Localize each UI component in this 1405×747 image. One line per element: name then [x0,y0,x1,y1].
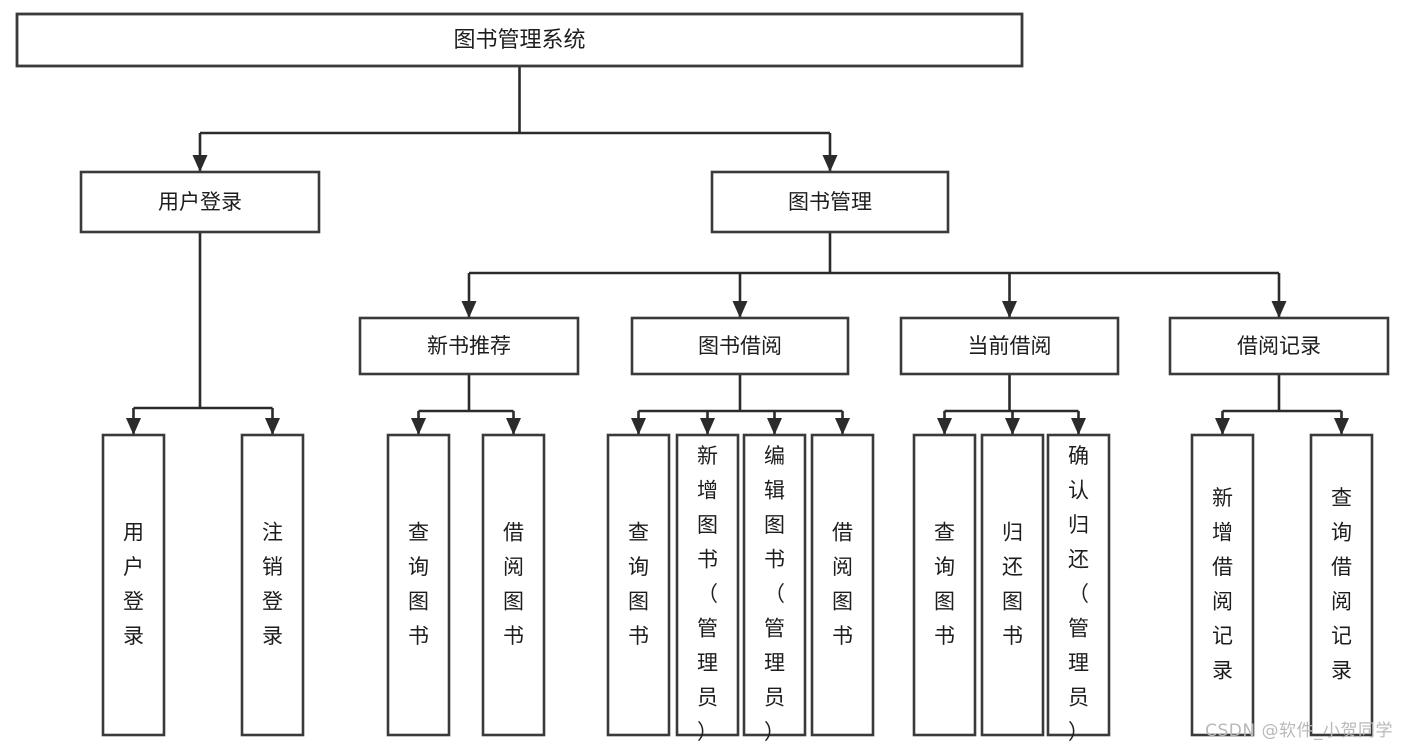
node-label: 新增借阅记录 [1212,486,1233,683]
node-box [79,170,321,234]
node-leaf-query-book-current[interactable]: 查询图书 [912,433,977,737]
arrow-head-icon [1002,301,1017,318]
node-root[interactable]: 图书管理系统 [15,12,1024,68]
node-box [742,433,807,737]
arrow-head-icon [822,155,838,172]
node-leaf-user-logout[interactable]: 注销登录 [240,433,305,737]
arrow-head-icon [126,418,141,435]
node-box [1190,433,1255,737]
node-leaf-query-borrow-record[interactable]: 查询借阅记录 [1309,433,1374,737]
node-box [1309,433,1374,737]
arrow-head-icon [1215,418,1230,435]
node-user-login[interactable]: 用户登录 [79,170,321,234]
arrow-head-icon [411,418,426,435]
node-box [980,433,1045,737]
node-leaf-return-book[interactable]: 归还图书 [980,433,1045,737]
arrow-head-icon [937,418,952,435]
arrow-head-icon [631,418,646,435]
node-box [1168,316,1390,376]
node-label: 图书借阅 [698,334,782,358]
node-book-manage[interactable]: 图书管理 [710,170,950,234]
node-label: 归还图书 [1002,520,1023,648]
arrow-head-icon [461,301,477,318]
node-label: 借阅图书 [832,520,853,648]
node-label: 新书推荐 [427,334,511,358]
node-box [15,12,1024,68]
node-label: 当前借阅 [968,334,1052,358]
arrow-head-icon [700,418,715,435]
node-label: 注销登录 [262,520,283,648]
node-box [912,433,977,737]
node-leaf-confirm-return[interactable]: 确认归还（管理员） [1046,433,1111,744]
node-label: 查询借阅记录 [1331,486,1352,683]
node-box [101,433,166,737]
node-label: 编辑图书（管理员） [764,444,785,744]
node-leaf-query-book-borrow[interactable]: 查询图书 [606,433,671,737]
node-box [481,433,546,737]
node-label: 查询图书 [934,520,955,648]
node-label: 确认归还（管理员） [1068,444,1089,744]
node-label: 用户登录 [158,190,242,214]
node-box [358,316,580,376]
node-book-borrow[interactable]: 图书借阅 [630,316,850,376]
arrow-head-icon [835,418,850,435]
node-label: 图书管理系统 [453,28,585,53]
node-label: 借阅记录 [1237,334,1321,358]
node-leaf-user-login[interactable]: 用户登录 [101,433,166,737]
node-box [630,316,850,376]
node-box [386,433,451,737]
arrow-head-icon [767,418,782,435]
node-box [606,433,671,737]
arrow-head-icon [1071,418,1086,435]
node-box [710,170,950,234]
node-box [899,316,1120,376]
node-leaf-add-borrow-record[interactable]: 新增借阅记录 [1190,433,1255,737]
node-box [675,433,740,737]
node-box [1046,433,1111,737]
node-leaf-add-book[interactable]: 新增图书（管理员） [675,433,740,744]
node-label: 查询图书 [628,520,649,648]
node-label: 图书管理 [788,190,872,214]
node-leaf-borrow-book-recommend[interactable]: 借阅图书 [481,433,546,737]
node-leaf-query-book-recommend[interactable]: 查询图书 [386,433,451,737]
node-borrow-record[interactable]: 借阅记录 [1168,316,1390,376]
node-box [810,433,875,737]
arrow-head-icon [732,301,748,318]
node-layer: 图书管理系统用户登录图书管理新书推荐图书借阅当前借阅借阅记录用户登录注销登录查询… [15,12,1390,744]
node-label: 用户登录 [123,520,144,648]
node-label: 借阅图书 [503,520,524,648]
arrow-head-icon [192,155,208,172]
arrow-head-icon [1005,418,1020,435]
arrow-head-icon [1271,301,1287,318]
node-new-book-recommend[interactable]: 新书推荐 [358,316,580,376]
node-current-borrow[interactable]: 当前借阅 [899,316,1120,376]
arrow-head-icon [1334,418,1349,435]
node-label: 新增图书（管理员） [697,444,718,744]
arrow-head-icon [506,418,521,435]
arrow-head-icon [265,418,280,435]
node-box [240,433,305,737]
node-label: 查询图书 [408,520,429,648]
node-leaf-borrow-book[interactable]: 借阅图书 [810,433,875,737]
node-leaf-edit-book[interactable]: 编辑图书（管理员） [742,433,807,744]
connector-layer [126,66,1349,435]
